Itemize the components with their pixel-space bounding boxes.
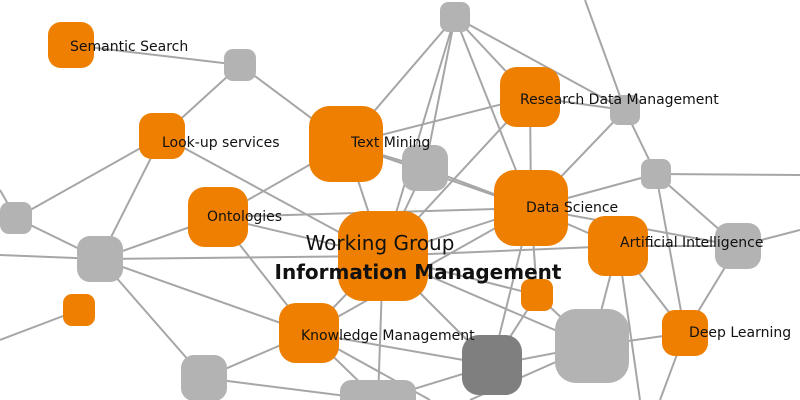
node-research-data-management — [500, 67, 560, 127]
network-labels: Semantic Search Look-up services Text Mi… — [70, 39, 791, 344]
edge-semantic-search-to-gray-upper-left — [70, 44, 241, 66]
edge-gray-right-to-off-right-1 — [655, 173, 800, 176]
node-dark-bottom — [462, 335, 522, 395]
node-ontologies — [188, 187, 248, 247]
node-gray-upper-left — [224, 49, 256, 81]
label-deep-learning: Deep Learning — [689, 325, 791, 341]
node-gray-mid — [402, 145, 448, 191]
edge-gray-top-to-gray-right-top — [454, 16, 626, 111]
node-artificial-intelligence — [588, 216, 648, 276]
network-nodes — [0, 2, 761, 400]
node-working-group — [338, 211, 428, 301]
edge-knowledge-management-to-dark-bottom — [308, 332, 493, 366]
node-small-orange-left — [63, 294, 95, 326]
title-working-group: Working Group — [306, 231, 455, 255]
node-text-mining — [309, 106, 383, 182]
node-gray-bottom-right — [555, 309, 629, 383]
node-gray-right-ai — [715, 223, 761, 269]
label-data-science: Data Science — [526, 200, 618, 216]
edge-gray-right-to-deep-learning — [655, 173, 686, 334]
label-ontologies: Ontologies — [207, 209, 282, 225]
node-deep-learning — [662, 310, 708, 356]
node-data-science — [494, 170, 568, 246]
label-lookup-services: Look-up services — [162, 135, 280, 151]
node-small-orange-mid — [521, 279, 553, 311]
label-semantic-search: Semantic Search — [70, 39, 188, 55]
edge-lookup-services-to-gray-left-edge — [15, 135, 163, 219]
node-gray-left — [77, 236, 123, 282]
node-lookup-services — [139, 113, 185, 159]
node-gray-right-top — [610, 95, 640, 125]
node-gray-left-edge — [0, 202, 32, 234]
label-knowledge-management: Knowledge Management — [301, 328, 475, 344]
title-information-management: Information Management — [275, 260, 562, 284]
edge-gray-right-top-to-off-top-1 — [584, 0, 626, 111]
node-gray-top — [440, 2, 470, 32]
node-gray-bottom-left — [181, 355, 227, 400]
label-artificial-intelligence: Artificial Intelligence — [620, 235, 764, 251]
node-gray-bottom-mid — [340, 380, 416, 400]
node-gray-right — [641, 159, 671, 189]
edge-gray-top-to-gray-mid — [424, 16, 456, 169]
label-text-mining: Text Mining — [350, 135, 430, 151]
edge-gray-left-to-working-group — [99, 255, 384, 260]
node-semantic-search — [48, 22, 94, 68]
node-knowledge-management — [279, 303, 339, 363]
label-research-data-management: Research Data Management — [520, 92, 719, 108]
edge-gray-left-to-knowledge-management — [99, 258, 310, 334]
